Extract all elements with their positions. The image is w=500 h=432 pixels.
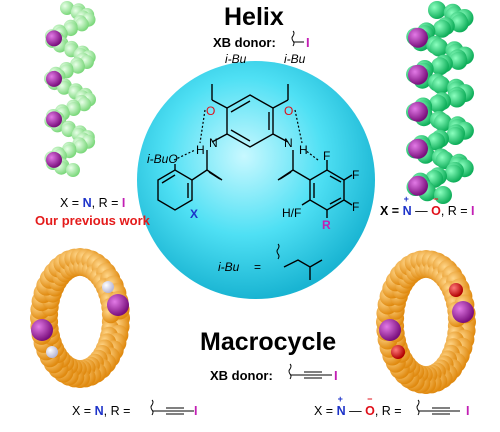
central-circle bbox=[137, 61, 375, 299]
helix-atom bbox=[447, 89, 466, 108]
ibuo-label: i-BuO bbox=[147, 152, 178, 166]
chemical-structure bbox=[157, 84, 353, 280]
previous-work-note: Our previous work bbox=[35, 213, 150, 228]
oxygen-atom bbox=[391, 345, 405, 359]
iodine-atom bbox=[46, 70, 62, 87]
iodine-atom bbox=[408, 27, 428, 48]
oxygen-label-2: O bbox=[284, 104, 294, 118]
wavy-bond-icons bbox=[150, 30, 420, 416]
caption-bottom-right: X = +N — −O, R = I bbox=[314, 394, 470, 418]
x-label: X bbox=[190, 207, 199, 221]
equals-sign: = bbox=[254, 260, 262, 274]
helix-atom bbox=[433, 19, 451, 38]
helix-right-model bbox=[406, 1, 474, 204]
ibu-label-2: i-Bu bbox=[284, 52, 306, 66]
xb-donor-macrocycle: XB donor: I bbox=[210, 368, 338, 383]
r-label: R bbox=[322, 218, 331, 232]
hydrogen-label-2: H bbox=[299, 143, 308, 157]
helix-atom bbox=[449, 51, 468, 70]
helix-atom bbox=[427, 132, 446, 151]
iodine-atom bbox=[379, 319, 401, 341]
oxygen-label-1: O bbox=[206, 104, 216, 118]
iodine-label: I bbox=[334, 368, 338, 383]
nitrogen-atom bbox=[102, 281, 114, 293]
fluorine-label-2: F bbox=[352, 168, 360, 182]
iodine-atom bbox=[46, 30, 62, 47]
title-helix: Helix bbox=[224, 3, 284, 31]
macrocycle-right-model bbox=[376, 250, 476, 394]
iodine-atom bbox=[452, 301, 474, 323]
helix-atom bbox=[446, 127, 465, 145]
iodine-atom bbox=[31, 319, 53, 341]
nitrogen-atom bbox=[46, 346, 58, 358]
nitrogen-label-2: N bbox=[284, 136, 293, 150]
hydrogen-label-1: H bbox=[196, 143, 205, 157]
helix-atom bbox=[432, 76, 450, 95]
iodine-atom bbox=[107, 294, 129, 316]
bond-lines bbox=[153, 41, 460, 415]
helix-atom bbox=[444, 164, 463, 183]
helix-atom bbox=[66, 102, 81, 116]
oxygen-atom bbox=[449, 283, 463, 297]
caption-bottom-left: X = N, R = I bbox=[72, 404, 198, 418]
iodine-atom bbox=[408, 138, 428, 159]
fluorine-label-3: F bbox=[352, 200, 360, 214]
title-macrocycle: Macrocycle bbox=[200, 328, 337, 356]
helix-atom bbox=[429, 94, 447, 113]
ibu-definition-label: i-Bu bbox=[218, 260, 240, 274]
helix-atom bbox=[57, 80, 72, 95]
nitrogen-label-1: N bbox=[209, 136, 218, 150]
helix-left-model bbox=[44, 1, 96, 177]
helix-atom bbox=[74, 17, 89, 32]
caption-top-right: X = +N — −O, R = I bbox=[380, 194, 475, 218]
iodine-atom bbox=[46, 151, 62, 168]
hydrogen-bonds bbox=[173, 109, 319, 161]
caption-top-left: X = N, R = I bbox=[60, 196, 126, 210]
helix-atom bbox=[60, 1, 74, 15]
ibu-label-1: i-Bu bbox=[225, 52, 247, 66]
iodine-label: I bbox=[306, 35, 310, 50]
iodine-atom bbox=[408, 101, 428, 122]
macrocycle-left-model bbox=[30, 248, 130, 388]
xb-donor-label: XB donor: bbox=[213, 35, 276, 50]
helix-atom bbox=[73, 139, 88, 154]
helix-atom bbox=[450, 14, 469, 33]
xb-donor-label: XB donor: bbox=[210, 368, 273, 383]
xb-donor-helix: XB donor: I bbox=[213, 35, 310, 50]
helix-atom bbox=[71, 59, 85, 74]
iodine-atom bbox=[408, 64, 428, 85]
hf-label: H/F bbox=[282, 206, 302, 220]
iodine-atom bbox=[46, 111, 62, 128]
helix-atom bbox=[77, 97, 92, 112]
helix-atom bbox=[66, 163, 80, 177]
helix-atom bbox=[433, 113, 452, 132]
helix-atom bbox=[430, 38, 448, 57]
iodine-atom bbox=[408, 175, 428, 196]
helix-atom bbox=[434, 186, 452, 204]
helix-atom bbox=[431, 57, 449, 76]
fluorine-label-1: F bbox=[323, 149, 331, 163]
helix-atom bbox=[428, 1, 446, 19]
